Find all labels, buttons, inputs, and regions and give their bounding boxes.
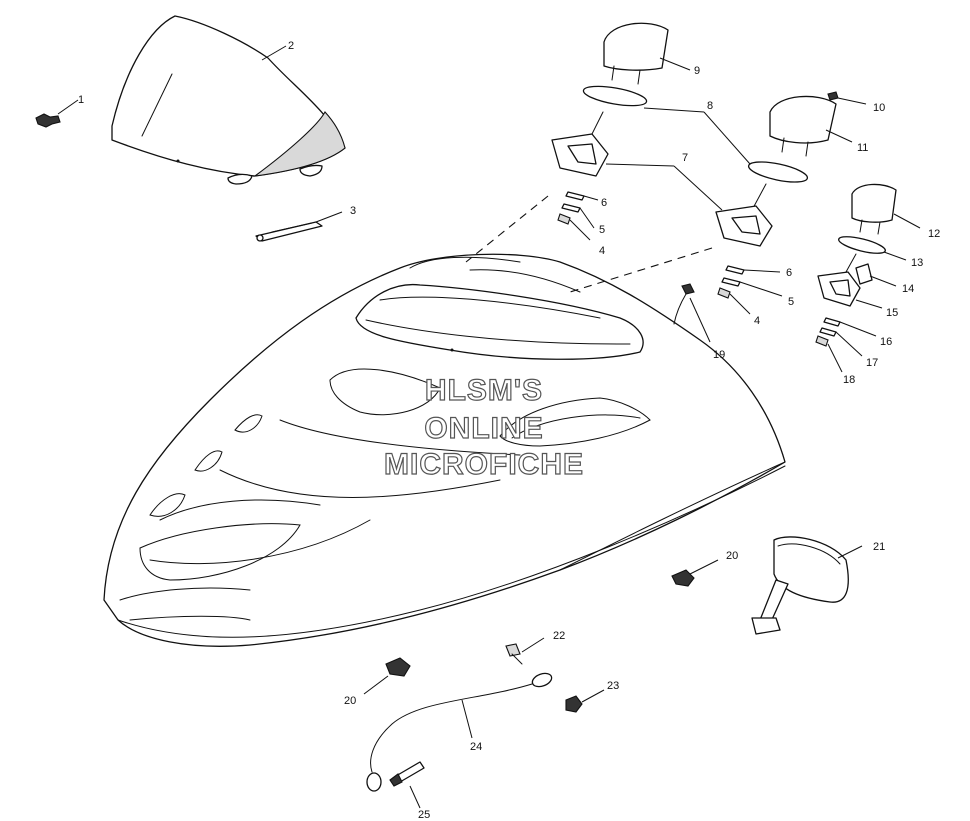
callout-23: 23 [607, 680, 619, 692]
part-1-screw [35, 99, 79, 128]
watermark-line-1: HLSM'S [425, 374, 543, 407]
part-24-tether-cable [366, 672, 553, 792]
callout-6a: 6 [601, 197, 607, 209]
callout-15: 15 [886, 307, 898, 319]
gauge-assembly-right [815, 183, 921, 373]
callout-19: 19 [713, 349, 725, 361]
callout-20a: 20 [726, 550, 738, 562]
callout-7: 7 [682, 152, 688, 164]
part-2-windshield [111, 15, 346, 185]
callout-8: 8 [707, 100, 713, 112]
alignment-lines [465, 195, 713, 293]
callout-25: 25 [418, 809, 430, 821]
watermark: HLSM'S ONLINE MICROFICHE [383, 373, 584, 481]
callout-17: 17 [866, 357, 878, 369]
callout-5a: 5 [599, 224, 605, 236]
callout-12: 12 [928, 228, 940, 240]
callout-9: 9 [694, 65, 700, 77]
callout-2: 2 [288, 40, 294, 52]
callout-3: 3 [350, 205, 356, 217]
callout-6b: 6 [786, 267, 792, 279]
callout-14: 14 [902, 283, 914, 295]
watermark-line-2: ONLINE [424, 412, 543, 445]
callout-16: 16 [880, 336, 892, 348]
part-20-clip-left [363, 657, 411, 695]
callout-5b: 5 [788, 296, 794, 308]
part-22-bolt [505, 637, 545, 665]
callout-4b: 4 [754, 315, 760, 327]
part-3-strip [255, 211, 343, 242]
callout-24: 24 [470, 741, 482, 753]
callout-13: 13 [911, 257, 923, 269]
callout-21: 21 [873, 541, 885, 553]
gauge-assembly-middle [673, 91, 867, 343]
callout-labels: 1 2 3 4 4 5 5 6 6 7 8 9 10 11 12 13 14 1… [78, 40, 940, 821]
hood [103, 253, 786, 647]
callout-22: 22 [553, 630, 565, 642]
part-25-rivet [389, 761, 425, 809]
callout-20b: 20 [344, 695, 356, 707]
callout-10: 10 [873, 102, 885, 114]
part-20-clip-right [671, 559, 719, 587]
watermark-line-3: MICROFICHE [384, 448, 584, 481]
callout-11: 11 [857, 142, 868, 154]
callout-1: 1 [78, 94, 84, 106]
callout-4a: 4 [599, 245, 605, 257]
part-23-nut [565, 689, 605, 713]
part-21-mirror [751, 536, 863, 635]
gauge-assembly-upper [551, 22, 809, 241]
callout-18: 18 [843, 374, 855, 386]
